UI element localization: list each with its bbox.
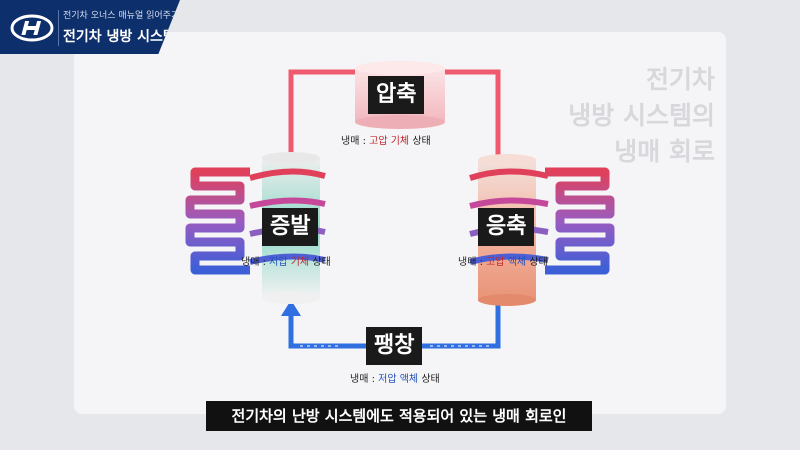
state-phase: 기체 bbox=[390, 136, 410, 147]
state-phase: 기체 bbox=[290, 257, 310, 268]
state-suffix: 상태 bbox=[418, 374, 440, 385]
coil-wraps bbox=[249, 168, 549, 265]
hyundai-logo-icon bbox=[10, 14, 54, 42]
condenser-coil bbox=[545, 167, 615, 275]
channel-badge: 전기차 오너스 매뉴얼 읽어주기 전기차 냉방 시스템 bbox=[0, 0, 180, 54]
expand-state: 냉매 : 저압 액체 상태 bbox=[350, 370, 440, 385]
state-prefix: 냉매 : bbox=[341, 136, 370, 147]
compress-label: 압축 bbox=[368, 76, 425, 114]
badge-divider bbox=[58, 10, 59, 46]
high-pressure-pipe bbox=[288, 69, 501, 160]
state-pressure: 저압 bbox=[269, 257, 288, 268]
watermark-line: 전기차 bbox=[645, 65, 715, 94]
watermark-line: 냉매 회로 bbox=[614, 137, 715, 166]
flow-arrow-icon bbox=[281, 300, 301, 316]
condense-label: 응축 bbox=[478, 208, 535, 246]
state-prefix: 냉매 : bbox=[458, 257, 487, 268]
state-prefix: 냉매 : bbox=[241, 257, 270, 268]
state-pressure: 고압 bbox=[486, 257, 505, 268]
state-pressure: 고압 bbox=[369, 136, 388, 147]
evaporate-label: 증발 bbox=[262, 208, 319, 246]
evaporate-state: 냉매 : 저압 기체 상태 bbox=[241, 253, 331, 268]
state-prefix: 냉매 : bbox=[350, 374, 379, 385]
subtitle-caption: 전기차의 난방 시스템에도 적용되어 있는 냉매 회로인 bbox=[206, 401, 592, 431]
watermark-line: 냉방 시스템의 bbox=[568, 101, 715, 130]
state-suffix: 상태 bbox=[409, 136, 431, 147]
watermark-title: 전기차 냉방 시스템의 냉매 회로 bbox=[515, 62, 715, 170]
condense-state: 냉매 : 고압 액체 상태 bbox=[458, 253, 548, 268]
episode-title: 전기차 냉방 시스템 bbox=[63, 29, 176, 45]
expand-label: 팽창 bbox=[366, 327, 423, 365]
state-suffix: 상태 bbox=[309, 257, 331, 268]
state-phase: 액체 bbox=[507, 257, 527, 268]
compress-state: 냉매 : 고압 기체 상태 bbox=[341, 132, 431, 147]
state-phase: 액체 bbox=[399, 374, 419, 385]
state-suffix: 상태 bbox=[526, 257, 548, 268]
state-pressure: 저압 bbox=[378, 374, 397, 385]
evaporator-coil bbox=[185, 167, 250, 275]
series-title: 전기차 오너스 매뉴얼 읽어주기 bbox=[63, 11, 180, 21]
